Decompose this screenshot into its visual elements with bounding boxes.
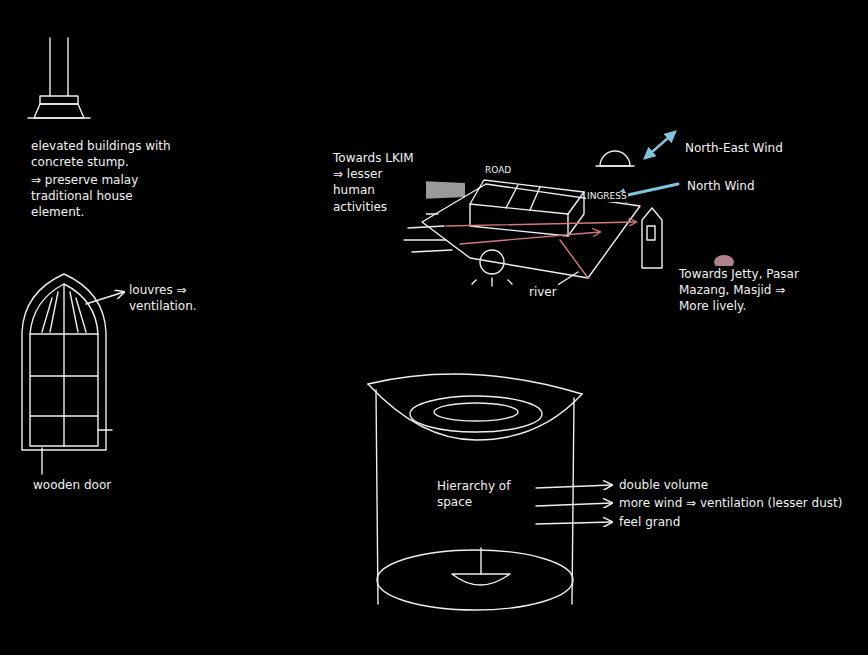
building-line — [506, 185, 518, 208]
annotation-label: ROAD — [484, 166, 512, 176]
transom — [30, 333, 98, 334]
annotation-label: wooden door — [32, 477, 112, 493]
annotation-label: Towards LKIM ⇒ lesser human activities — [332, 150, 426, 215]
sun-ray — [472, 280, 476, 284]
leader-arrow — [86, 292, 124, 304]
annotation-label: INGRESS — [586, 192, 628, 202]
transom — [30, 415, 98, 416]
frame-tick — [98, 429, 112, 430]
red-flow-line — [560, 240, 588, 278]
semicircle-symbol — [600, 151, 630, 166]
cylinder-side — [572, 398, 574, 604]
column-line — [49, 38, 50, 96]
floor-ellipse — [377, 550, 573, 610]
leader-line — [556, 272, 578, 286]
annotation-label: double volume — [618, 477, 709, 493]
mullion — [63, 284, 64, 446]
annotation-label: elevated buildings with concrete stump. — [30, 138, 172, 170]
annotation-label: feel grand — [618, 514, 681, 530]
arch-inner — [30, 284, 98, 446]
annotation-arrow — [536, 522, 612, 524]
annotation-arrow — [536, 503, 612, 506]
wind-stroke — [412, 250, 452, 252]
wind-stroke — [408, 226, 444, 228]
roof-dish — [368, 384, 582, 440]
red-flow-line — [460, 232, 600, 244]
arched-window-sketch — [22, 274, 124, 474]
cylinder-side — [376, 390, 378, 604]
transom — [30, 375, 98, 376]
annotation-label: North Wind — [686, 178, 756, 194]
boat-hull — [452, 574, 510, 585]
roof-ring — [434, 403, 518, 421]
tower-window — [647, 226, 655, 240]
annotation-label: river — [528, 284, 558, 300]
louvre-line — [70, 292, 78, 332]
boat-mast — [480, 548, 481, 574]
building-front — [470, 204, 568, 236]
north-east-wind-arrow — [645, 132, 675, 158]
annotation-label: more wind ⇒ ventilation (lesser dust) — [618, 495, 843, 511]
leader-line — [41, 448, 42, 474]
stump-base — [34, 104, 84, 118]
annotation-label: Towards Jetty, Pasar Mazang, Masjid ⇒ Mo… — [678, 266, 808, 315]
louvre-line — [76, 298, 86, 332]
annotation-label: louvres ⇒ ventilation. — [128, 282, 226, 314]
column-line — [67, 38, 68, 96]
building-side — [568, 192, 584, 236]
sun-ray — [508, 280, 512, 284]
roof-edge — [368, 374, 582, 394]
wind-stroke — [404, 239, 446, 240]
elevated-building-sketch — [28, 38, 90, 118]
sun-symbol — [480, 250, 504, 274]
semicircle-base — [596, 165, 634, 166]
sun-ray — [491, 278, 492, 286]
annotation-label: Hierarchy of space — [436, 478, 534, 510]
annotation-label: North-East Wind — [684, 140, 784, 156]
building-line — [530, 187, 540, 210]
arch-outline — [22, 274, 106, 450]
tower-symbol — [642, 208, 662, 268]
annotation-label: ⇒ preserve malay traditional house eleme… — [30, 172, 162, 221]
ground-line — [28, 117, 90, 118]
building-top — [470, 180, 584, 214]
annotation-arrow — [536, 485, 612, 488]
roof-ring — [410, 396, 542, 432]
louvre-line — [50, 292, 58, 332]
red-flow-line — [446, 222, 636, 226]
cylinder-space-sketch — [368, 374, 612, 610]
site-plane — [422, 184, 640, 278]
platform — [40, 96, 78, 104]
